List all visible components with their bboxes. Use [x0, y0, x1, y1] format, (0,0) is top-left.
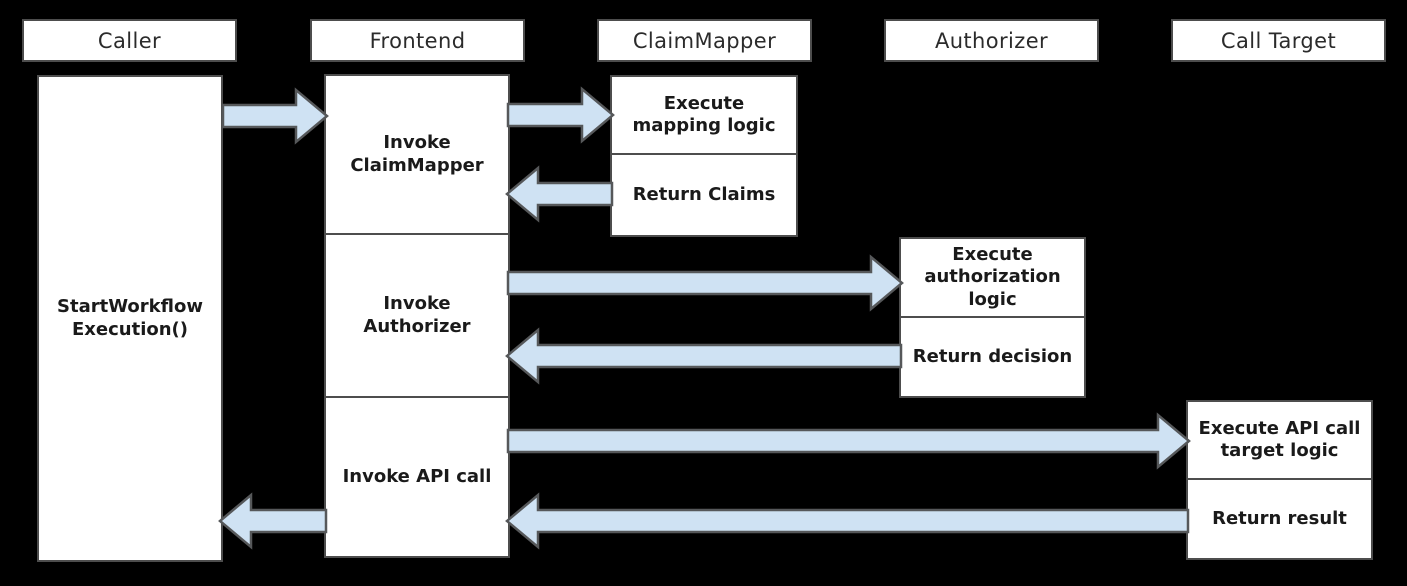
- activation-label: Execute mapping logic: [632, 92, 776, 137]
- activation-box-calltarget-execute: Execute API call target logic: [1186, 400, 1373, 480]
- lifeline-header-caller: Caller: [22, 19, 237, 62]
- arrow-calltarget-to-frontend: [505, 492, 1190, 550]
- arrow-frontend-to-claimmapper: [506, 86, 615, 144]
- activation-label: Invoke API call: [342, 465, 492, 487]
- activation-box-authorizer-return: Return decision: [899, 316, 1086, 398]
- lifeline-header-calltarget: Call Target: [1171, 19, 1386, 62]
- activation-box-authorizer-execute: Execute authorization logic: [899, 237, 1086, 318]
- activation-label: Invoke Authorizer: [363, 293, 471, 337]
- arrow-caller-to-frontend: [221, 87, 329, 145]
- activation-box-frontend-invoke-claimmapper: Invoke ClaimMapper: [324, 74, 510, 235]
- lifeline-header-label: ClaimMapper: [632, 28, 777, 53]
- arrow-frontend-to-authorizer: [506, 254, 904, 312]
- arrow-frontend-to-caller: [218, 492, 328, 550]
- activation-label: Return decision: [912, 345, 1073, 367]
- activation-label: Return Claims: [632, 183, 776, 205]
- lifeline-header-label: Caller: [97, 28, 162, 53]
- activation-label: Return result: [1212, 507, 1347, 529]
- lifeline-header-label: Call Target: [1220, 28, 1337, 53]
- activation-box-frontend-invoke-authorizer: Invoke Authorizer: [324, 233, 510, 398]
- activation-label: Execute authorization logic: [924, 243, 1061, 310]
- arrow-authorizer-to-frontend: [505, 327, 903, 385]
- activation-box-calltarget-return: Return result: [1186, 478, 1373, 560]
- lifeline-header-label: Frontend: [369, 28, 466, 53]
- activation-box-frontend-invoke-api-call: Invoke API call: [324, 396, 510, 558]
- activation-label: Invoke ClaimMapper: [350, 132, 484, 176]
- activation-box-caller: StartWorkflow Execution(): [37, 75, 223, 562]
- arrow-frontend-to-calltarget: [506, 412, 1191, 470]
- activation-box-claimmapper-execute: Execute mapping logic: [610, 75, 798, 155]
- lifeline-header-label: Authorizer: [934, 28, 1049, 53]
- activation-label: Execute API call target logic: [1198, 417, 1361, 462]
- activation-label: StartWorkflow Execution(): [57, 296, 203, 340]
- arrow-claimmapper-to-frontend: [505, 165, 614, 223]
- lifeline-header-claimmapper: ClaimMapper: [597, 19, 812, 62]
- lifeline-header-frontend: Frontend: [310, 19, 525, 62]
- lifeline-header-authorizer: Authorizer: [884, 19, 1099, 62]
- activation-box-claimmapper-return: Return Claims: [610, 153, 798, 237]
